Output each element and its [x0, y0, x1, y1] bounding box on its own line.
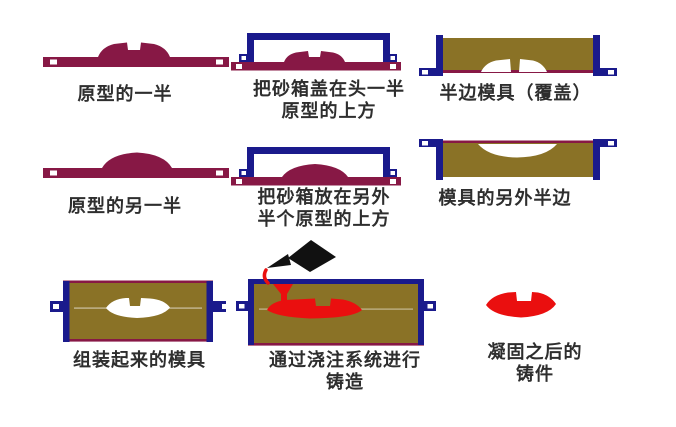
- label-half-mold-covered: 半边模具（覆盖）: [423, 82, 608, 104]
- sand-mold-block: [443, 38, 593, 71]
- label-text: 把砂箱放在另外: [257, 187, 391, 207]
- flask-left-wall: [436, 139, 443, 180]
- flask-right-bracket: [593, 139, 617, 147]
- figure-mold-other-half: [419, 139, 617, 180]
- plate-end-hole: [216, 170, 223, 176]
- label-text: 铸造: [326, 372, 364, 392]
- flask-left-foot: [419, 68, 443, 76]
- label-text: 原型的一半: [77, 84, 173, 104]
- pouring-ladle: [288, 240, 336, 272]
- figure-pattern-first-half: [43, 42, 229, 67]
- mold-top-edge: [63, 280, 213, 284]
- figure-pour-through-gating: [236, 240, 436, 346]
- figure-flask-over-first-half: [231, 33, 401, 71]
- figure-assembled-mold: [50, 280, 228, 342]
- mold-cavity-left-lobe: [481, 59, 511, 72]
- flask-left-bracket: [419, 139, 443, 147]
- label-text: 模具的另外半边: [438, 188, 572, 208]
- pattern-hump-with-notch: [284, 51, 345, 62]
- label-flask-over-other-half: 把砂箱放在另外 半个原型的上方: [234, 186, 414, 230]
- pattern-base-plate: [231, 62, 401, 71]
- label-pour-through-gating: 通过浇注系统进行 铸造: [250, 349, 440, 393]
- molten-metal-stream: [262, 268, 270, 285]
- flask-lug-hole: [53, 304, 59, 309]
- mold-cavity-dome: [478, 144, 557, 158]
- pattern-dome: [102, 152, 172, 168]
- figure-solidified-casting: [486, 292, 556, 318]
- flask-right-wall: [418, 279, 424, 345]
- mold-parting-edge: [443, 140, 593, 144]
- pattern-dome: [282, 164, 348, 177]
- flask-right-wall: [383, 147, 390, 177]
- label-text: 半边模具（覆盖）: [439, 83, 592, 103]
- flask-lug-hole: [239, 304, 245, 309]
- flask-top-bar: [248, 279, 424, 284]
- flask-left-wall: [248, 279, 254, 345]
- label-text: 凝固之后的: [487, 342, 583, 362]
- label-text: 组装起来的模具: [73, 350, 206, 370]
- plate-end-hole: [50, 59, 57, 65]
- flask-right-wall: [206, 281, 213, 342]
- flask-top-bar: [247, 33, 390, 40]
- label-text: 半个原型的上方: [257, 209, 391, 229]
- mold-parting-edge: [443, 70, 593, 73]
- casting-lens: [486, 292, 556, 318]
- ladle-spout: [267, 254, 291, 268]
- flask-lug-hole: [390, 171, 395, 175]
- flask-left-wall: [436, 35, 443, 76]
- flask-lug-hole: [608, 70, 614, 75]
- flask-right-wall: [593, 139, 600, 180]
- flask-lug: [213, 301, 226, 312]
- flask-lug-hole: [241, 171, 246, 175]
- plate-end-hole: [390, 179, 396, 184]
- label-text: 原型的另一半: [68, 196, 182, 216]
- plate-end-hole: [390, 64, 396, 69]
- label-text: 通过浇注系统进行: [269, 350, 421, 370]
- figure-half-mold-covered: [419, 35, 617, 76]
- flask-lug-hole: [222, 304, 228, 309]
- flask-lug-hole: [427, 304, 433, 309]
- molten-metal-cavity: [267, 298, 362, 319]
- label-text: 铸件: [516, 364, 554, 384]
- pattern-base-plate: [231, 177, 401, 186]
- label-assembled-mold: 组装起来的模具: [52, 349, 227, 371]
- flask-left-wall: [247, 33, 254, 62]
- flask-lug-hole: [422, 70, 428, 75]
- pattern-base-plate: [43, 168, 229, 178]
- flask-left-wall: [247, 147, 254, 177]
- pattern-base-plate: [43, 57, 229, 67]
- label-pattern-other-half: 原型的另一半: [40, 195, 210, 217]
- figure-pattern-other-half: [43, 152, 229, 178]
- label-text: 原型的上方: [281, 101, 377, 121]
- flask-top-bar: [247, 147, 390, 154]
- flask-right-foot: [593, 68, 617, 76]
- label-flask-over-first-half: 把砂箱盖在头一半 原型的上方: [236, 78, 422, 122]
- label-mold-other-half: 模具的另外半边: [415, 187, 595, 209]
- pouring-funnel-sprue: [273, 284, 293, 302]
- plate-end-hole: [216, 59, 223, 65]
- pattern-hump-with-notch: [98, 42, 170, 57]
- mold-cavity-right-lobe: [519, 59, 547, 72]
- flask-lug-hole: [390, 56, 395, 60]
- plate-end-hole: [50, 170, 57, 176]
- mold-bottom-edge: [63, 339, 213, 342]
- parting-line: [74, 307, 202, 309]
- flask-lug-hole: [608, 141, 614, 146]
- flask-left-wall: [63, 281, 70, 342]
- label-pattern-first-half: 原型的一半: [40, 83, 210, 105]
- figure-flask-over-other-half: [231, 147, 401, 186]
- flask-lug-hole: [241, 56, 246, 60]
- plate-end-hole: [236, 64, 242, 69]
- plate-end-hole: [236, 179, 242, 184]
- flask-lug-hole: [422, 141, 428, 146]
- flask-right-wall: [383, 33, 390, 62]
- flask-right-wall: [593, 35, 600, 76]
- label-text: 把砂箱盖在头一半: [253, 79, 405, 99]
- mold-bottom-edge: [248, 343, 424, 346]
- label-solidified-casting: 凝固之后的 铸件: [455, 341, 615, 385]
